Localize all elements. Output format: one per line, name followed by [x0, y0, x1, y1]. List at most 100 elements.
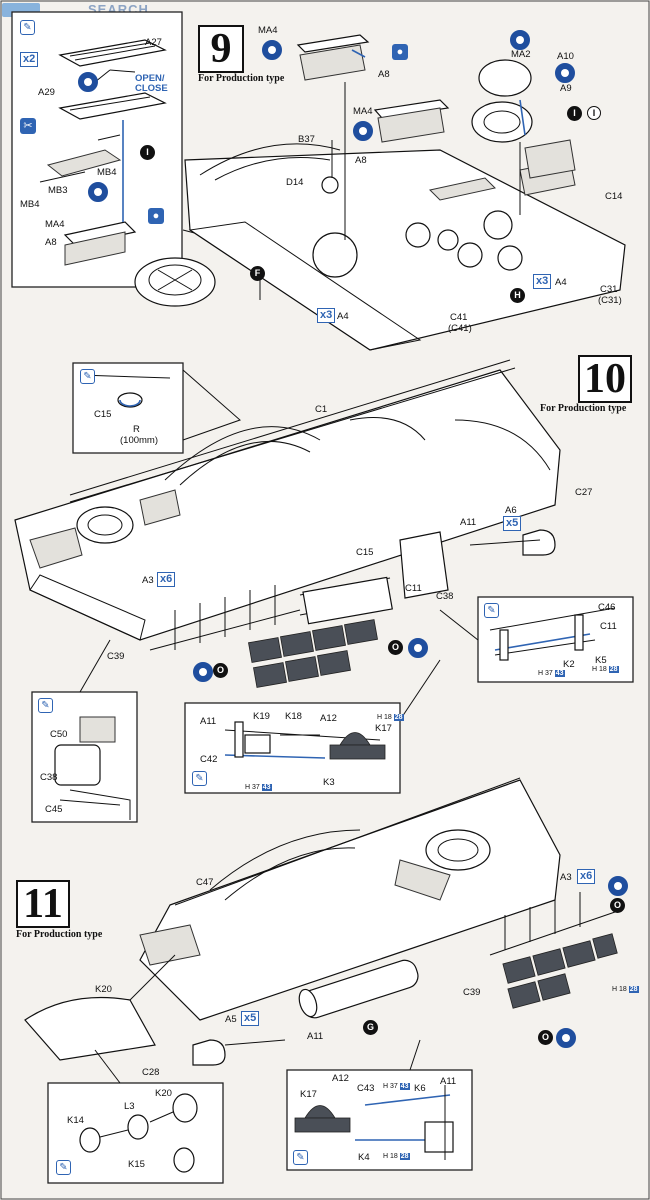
part-label: C15 [356, 547, 374, 558]
step10-suspension [149, 585, 301, 651]
part-label: C47 [196, 877, 214, 888]
part-label: C46 [598, 602, 616, 613]
part-badge: I [567, 106, 582, 121]
multiplier-badge: x2 [20, 52, 39, 67]
part-label: MA2 [511, 49, 531, 60]
part-badge: G [363, 1020, 378, 1035]
paint-code: H 18 28 [383, 1153, 410, 1160]
optional-part-icon [193, 662, 213, 682]
part-label: K6 [414, 1083, 426, 1094]
part-label: C45 [45, 804, 63, 815]
part-label: K15 [128, 1159, 145, 1170]
cement-icon: ✎ [80, 369, 95, 384]
part-label: K17 [375, 723, 392, 734]
cement-icon: ✎ [192, 771, 207, 786]
part-label: C28 [142, 1067, 160, 1078]
part-label: C15 [94, 409, 112, 420]
part-badge: O [538, 1030, 553, 1045]
multiplier-badge: x6 [577, 869, 596, 884]
paint-code: H 18 28 [377, 714, 404, 721]
optional-part-icon [608, 876, 628, 896]
part-label: A6 [505, 505, 517, 516]
part-label: MB4 [20, 199, 40, 210]
step-number-10: 10 [578, 355, 632, 403]
multiplier-badge: x5 [241, 1011, 260, 1026]
paint-code: H 37 43 [538, 670, 565, 677]
part-label: C27 [575, 487, 593, 498]
part-label: K20 [155, 1088, 172, 1099]
part-label: C39 [463, 987, 481, 998]
step-subtitle-9: For Production type [198, 73, 285, 84]
optional-part-icon [510, 30, 530, 50]
part-label: K5 [595, 655, 607, 666]
part-label: K19 [253, 711, 270, 722]
cement-icon: ✎ [484, 603, 499, 618]
part-label: C11 [600, 621, 617, 632]
step-number-9: 9 [198, 25, 244, 73]
part-label: MA4 [45, 219, 65, 230]
part-label: MB4 [97, 167, 117, 178]
cut-icon: ✂ [20, 118, 36, 134]
part-label: C50 [50, 729, 68, 740]
part-label: A8 [378, 69, 390, 80]
part-label: A29 [38, 87, 55, 98]
cement-icon: ✎ [20, 20, 35, 35]
part-badge: I [587, 106, 601, 120]
part-label: C11 [405, 583, 422, 594]
part-label: C38 [436, 591, 454, 602]
part-label: C1 [315, 404, 328, 415]
step-subtitle-10: For Production type [540, 403, 627, 414]
part-badge: F [250, 266, 265, 281]
optional-part-icon [408, 638, 428, 658]
part-label: K2 [563, 659, 575, 670]
part-label: A8 [355, 155, 367, 166]
part-badge: I [140, 145, 155, 160]
part-badge: H [510, 288, 525, 303]
step10-hull [14, 359, 561, 641]
part-label: B37 [298, 134, 315, 145]
inset9-grille-top [58, 39, 167, 67]
optional-part-icon [262, 40, 282, 60]
open-close-note: OPEN/ [135, 73, 165, 84]
part-label: A27 [145, 37, 162, 48]
cement-icon: ✎ [293, 1150, 308, 1165]
optional-part-icon [555, 63, 575, 83]
part-label: A4 [337, 311, 349, 322]
part-label: A12 [332, 1073, 349, 1084]
part-label: A12 [320, 713, 337, 724]
part-label: MA4 [353, 106, 373, 117]
part-badge: O [610, 898, 625, 913]
part-label: A3 [560, 872, 572, 883]
paint-code: H 18 28 [612, 986, 639, 993]
optional-part-icon [78, 72, 98, 92]
part-label: (100mm) [120, 435, 159, 446]
part-label: MA4 [258, 25, 278, 36]
step-subtitle-11: For Production type [16, 929, 103, 940]
part-label: A11 [440, 1076, 457, 1087]
paint-code: H 37 43 [245, 784, 272, 791]
multiplier-badge: x5 [503, 516, 522, 531]
step11-suspension [489, 892, 616, 956]
part-label: C43 [357, 1083, 375, 1094]
part-label: K14 [67, 1115, 84, 1126]
part-label: A10 [557, 51, 574, 62]
part-label: K18 [285, 711, 302, 722]
multiplier-badge: x6 [157, 572, 176, 587]
part-label: C31 [600, 284, 618, 295]
part-label: A8 [45, 237, 57, 248]
part-label: A3 [142, 575, 154, 586]
part-label: K17 [300, 1089, 317, 1100]
multiplier-badge: x3 [317, 308, 336, 323]
part-label: C38 [40, 772, 58, 783]
part-label: A11 [460, 517, 477, 528]
cement-icon: ✎ [56, 1160, 71, 1175]
part-label: A9 [560, 83, 572, 94]
open-close-note: CLOSE [135, 83, 168, 94]
part-label: A5 [225, 1014, 237, 1025]
part-badge: O [213, 663, 228, 678]
paint-code: H 18 28 [592, 666, 619, 673]
part-label: A4 [555, 277, 567, 288]
glue-drop-icon: ● [148, 208, 164, 224]
part-label: A11 [200, 716, 217, 727]
